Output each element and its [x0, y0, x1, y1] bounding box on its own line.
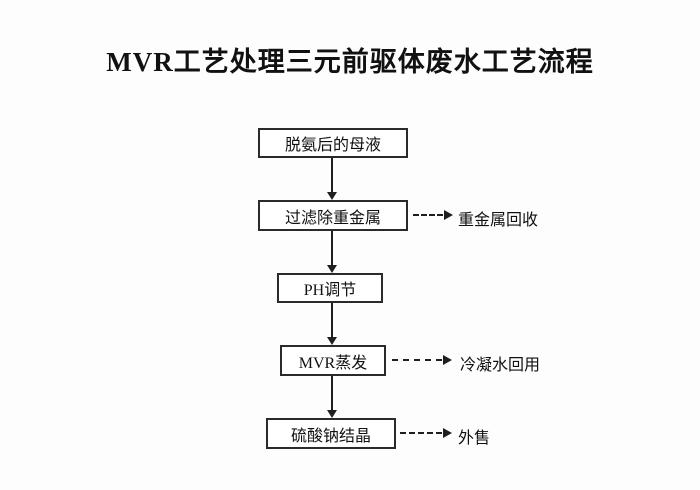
flow-node-sodium-sulfate-crystal: 硫酸钠结晶 — [266, 418, 396, 449]
flow-node-mvr-evaporation: MVR蒸发 — [280, 345, 386, 376]
flow-node-mother-liquor: 脱氨后的母液 — [258, 128, 408, 158]
dashed-right-arrow-icon — [400, 428, 452, 438]
dashed-right-arrow-icon — [392, 355, 452, 365]
down-arrow-icon — [327, 376, 337, 418]
down-arrow-icon — [327, 303, 337, 345]
down-arrow-icon — [327, 158, 337, 200]
branch-label-condensate-reuse: 冷凝水回用 — [460, 357, 541, 374]
down-arrow-icon — [327, 231, 337, 273]
flow-node-filter-heavy-metal: 过滤除重金属 — [258, 200, 408, 231]
branch-label-heavy-metal-recovery: 重金属回收 — [458, 212, 539, 229]
diagram-title: MVR工艺处理三元前驱体废水工艺流程 — [106, 47, 594, 77]
flow-node-ph-adjust: PH调节 — [277, 273, 383, 303]
branch-label-external-sale: 外售 — [458, 430, 491, 447]
dashed-right-arrow-icon — [413, 210, 453, 220]
